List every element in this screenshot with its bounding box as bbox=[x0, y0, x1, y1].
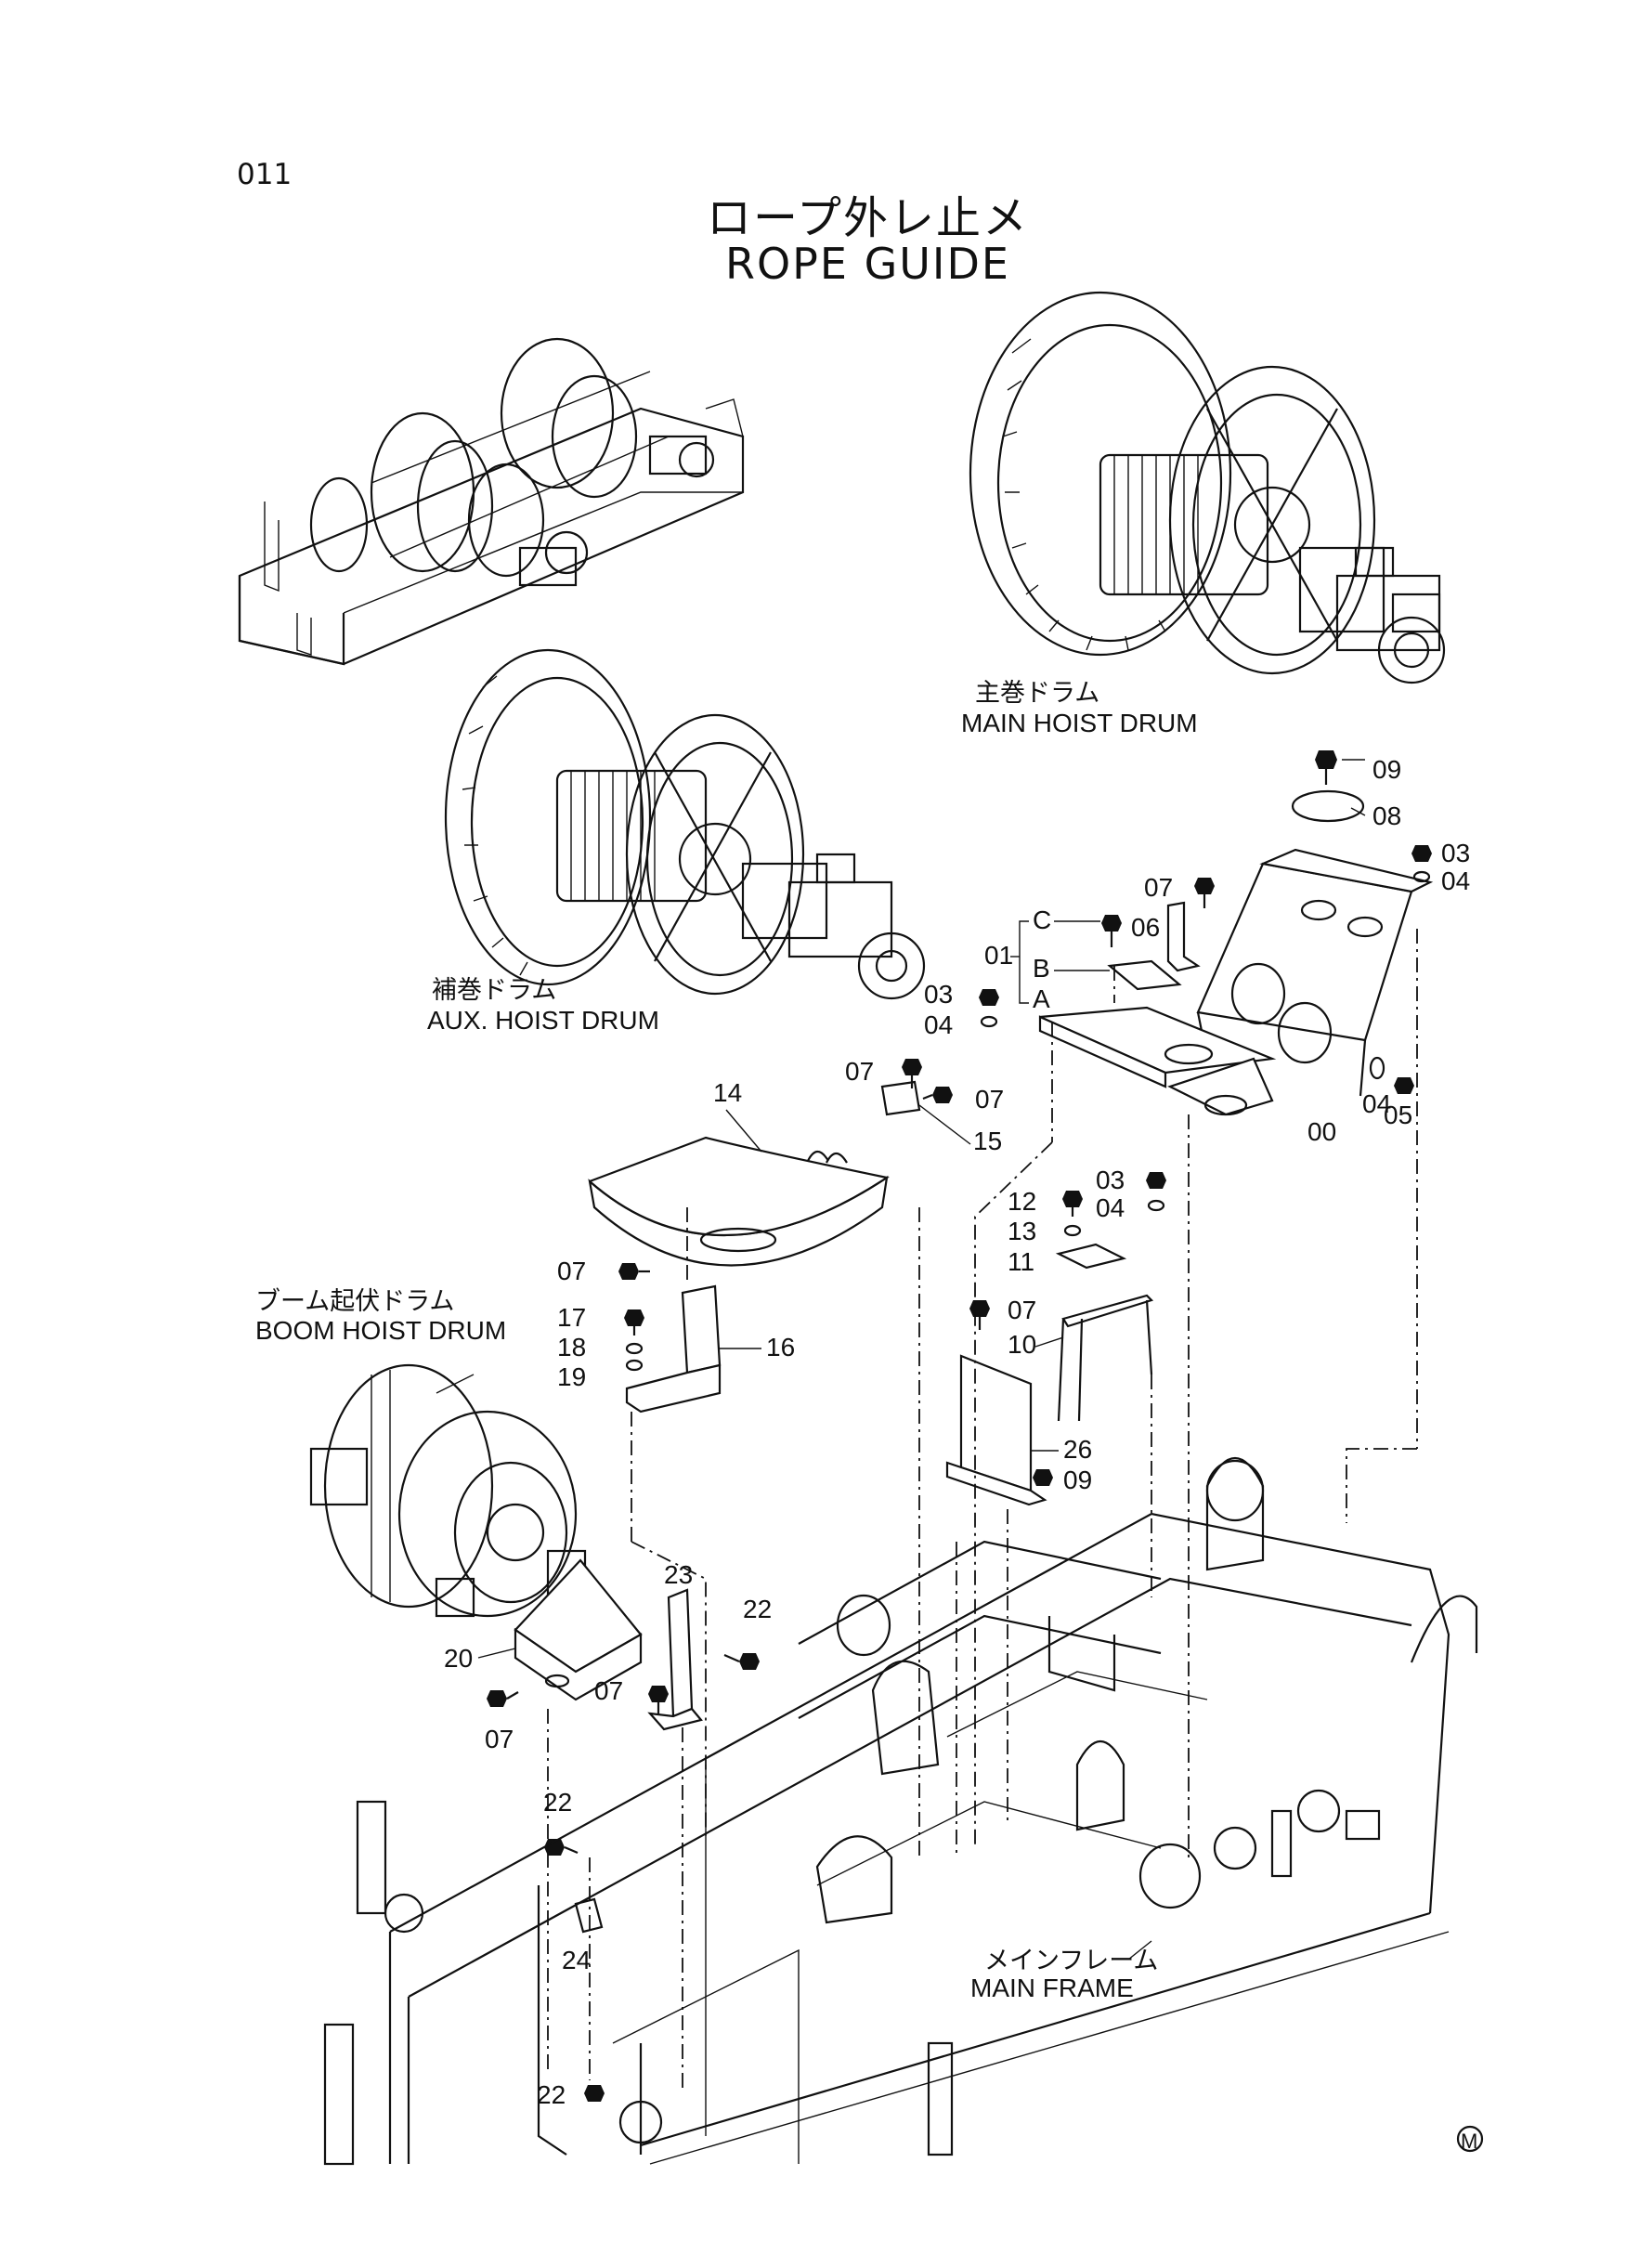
bracket-23 bbox=[647, 1588, 703, 1731]
bolt-22-mid bbox=[544, 1839, 579, 1856]
bolt-07-left bbox=[618, 1263, 650, 1280]
guide-bracket-00 bbox=[1196, 848, 1434, 1097]
label-00: 00 bbox=[1307, 1117, 1336, 1146]
main-frame-label-en: MAIN FRAME bbox=[970, 1974, 1134, 2002]
label-22-low: 22 bbox=[537, 2080, 566, 2109]
washer-13 bbox=[1063, 1224, 1082, 1237]
bolt-07-bracket bbox=[648, 1686, 669, 1713]
label-04-lower: 04 bbox=[1362, 1089, 1391, 1118]
base-plate-A bbox=[1038, 1006, 1277, 1116]
bolt-07-mid-b bbox=[922, 1087, 953, 1103]
label-07-left: 07 bbox=[557, 1257, 586, 1285]
main-hoist-label-jp: 主巻ドラム bbox=[975, 679, 1099, 707]
bolt-03-right bbox=[1411, 845, 1432, 883]
label-10: 10 bbox=[1008, 1330, 1036, 1359]
plate-B bbox=[1107, 959, 1182, 991]
bolt-07-upper bbox=[1194, 878, 1215, 908]
label-06: 06 bbox=[1131, 913, 1160, 942]
bracket-10 bbox=[1057, 1294, 1154, 1422]
title-english: ROPE GUIDE bbox=[725, 239, 1010, 289]
label-04-left: 04 bbox=[924, 1010, 953, 1039]
label-16: 16 bbox=[766, 1333, 795, 1362]
label-08: 08 bbox=[1372, 801, 1401, 830]
bolt-17 bbox=[624, 1309, 644, 1335]
washer-18 bbox=[625, 1342, 644, 1355]
main-frame-label-jp: メインフレーム bbox=[984, 1947, 1158, 1974]
label-09b: 09 bbox=[1063, 1466, 1092, 1494]
title-japanese: ロープ外レ止メ bbox=[706, 192, 1030, 244]
label-07-low: 07 bbox=[485, 1725, 514, 1753]
boom-hoist-label-en: BOOM HOIST DRUM bbox=[255, 1316, 506, 1345]
bolt-07-low bbox=[487, 1690, 519, 1707]
aux-hoist-label-en: AUX. HOIST DRUM bbox=[427, 1006, 659, 1035]
cover-plate-08 bbox=[1291, 789, 1365, 823]
bolt-22-right bbox=[723, 1653, 760, 1670]
label-03-mid: 03 bbox=[1096, 1166, 1125, 1194]
clip-24 bbox=[574, 1897, 604, 1934]
main-hoist-label-en: MAIN HOIST DRUM bbox=[961, 709, 1198, 737]
bolt-03-left bbox=[979, 989, 999, 1028]
plate-11 bbox=[1055, 1243, 1127, 1270]
aux-hoist-label-jp: 補巻ドラム bbox=[432, 976, 556, 1004]
bracket-06 bbox=[1166, 901, 1201, 972]
bolt-05 bbox=[1369, 1056, 1414, 1094]
label-01: 01 bbox=[984, 941, 1013, 970]
drum-guard-20 bbox=[514, 1558, 643, 1701]
label-C: C bbox=[1033, 905, 1051, 934]
label-26: 26 bbox=[1063, 1435, 1092, 1464]
label-13: 13 bbox=[1008, 1217, 1036, 1245]
label-11: 11 bbox=[1008, 1247, 1034, 1276]
main-hoist-drum-drawing bbox=[969, 291, 1446, 684]
label-05: 05 bbox=[1384, 1101, 1412, 1129]
label-07-bracket: 07 bbox=[594, 1676, 623, 1705]
assembly-centerlines bbox=[547, 929, 1418, 2090]
m-mark bbox=[1456, 2125, 1484, 2153]
label-19: 19 bbox=[557, 1362, 586, 1391]
label-07-mid-a: 07 bbox=[845, 1057, 874, 1086]
label-03-left: 03 bbox=[924, 980, 953, 1009]
bracket-16 bbox=[625, 1284, 722, 1414]
bracket-15 bbox=[880, 1080, 921, 1116]
bolt-09-top bbox=[1315, 750, 1337, 785]
main-frame-drawing bbox=[323, 1457, 1478, 2166]
boom-hoist-label-jp: ブーム起伏ドラム bbox=[255, 1287, 454, 1315]
label-24: 24 bbox=[562, 1946, 591, 1974]
label-15: 15 bbox=[973, 1127, 1002, 1155]
label-A: A bbox=[1033, 984, 1050, 1013]
label-22-right: 22 bbox=[743, 1595, 772, 1623]
guard-plate-26 bbox=[945, 1354, 1047, 1506]
label-18: 18 bbox=[557, 1333, 586, 1362]
label-B: B bbox=[1033, 954, 1050, 983]
bolt-22-low bbox=[584, 2085, 605, 2102]
label-04-mid: 04 bbox=[1096, 1193, 1125, 1222]
label-07-plate: 07 bbox=[1008, 1296, 1036, 1324]
winch-assembly-thumbnail bbox=[238, 337, 745, 666]
label-04-right: 04 bbox=[1441, 866, 1470, 895]
label-03-right: 03 bbox=[1441, 839, 1470, 867]
drum-guard-14 bbox=[588, 1136, 890, 1267]
label-17: 17 bbox=[557, 1303, 586, 1332]
bolt-09-plate bbox=[1033, 1469, 1053, 1486]
bolt-07-plate bbox=[969, 1300, 990, 1330]
label-12: 12 bbox=[1008, 1187, 1036, 1216]
label-07-upper: 07 bbox=[1144, 873, 1173, 902]
label-23: 23 bbox=[664, 1560, 693, 1589]
aux-hoist-drum-drawing bbox=[444, 648, 926, 1000]
washer-19 bbox=[625, 1359, 644, 1372]
page-number: 011 bbox=[237, 158, 293, 191]
boom-hoist-drum-drawing bbox=[309, 1363, 587, 1618]
label-20: 20 bbox=[444, 1644, 473, 1673]
bolt-C bbox=[1101, 915, 1122, 947]
m-mark-letter: M bbox=[1461, 2130, 1477, 2153]
label-14: 14 bbox=[713, 1078, 742, 1107]
bolt-07-mid-a bbox=[902, 1059, 922, 1088]
bolt-03-mid bbox=[1146, 1172, 1166, 1212]
bolt-12 bbox=[1062, 1191, 1083, 1217]
label-09a: 09 bbox=[1372, 755, 1401, 784]
label-07-mid-b: 07 bbox=[975, 1085, 1004, 1114]
